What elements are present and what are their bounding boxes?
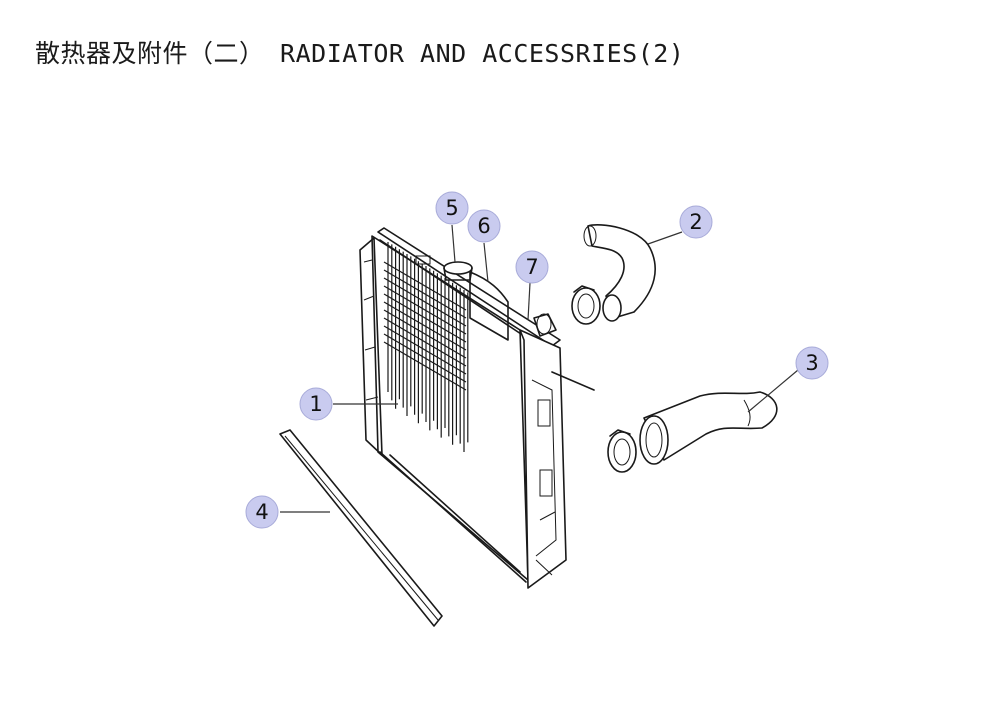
callout-bubble (435, 191, 469, 225)
radiator-fin (383, 293, 467, 343)
radiator-fin (383, 325, 467, 375)
callout-bubble (245, 495, 279, 529)
leader-lines (280, 224, 799, 513)
upper-hose-clamp (571, 285, 601, 325)
radiator-fin (383, 341, 467, 391)
callout-number: 1 (309, 392, 322, 416)
callout-number: 5 (445, 196, 458, 220)
callout-number: 2 (689, 210, 702, 234)
callout-number: 6 (477, 214, 490, 238)
radiator-fin (383, 269, 467, 319)
callout-3: 3 (795, 346, 829, 380)
callout-bubble (467, 209, 501, 243)
radiator-fin (383, 277, 467, 327)
radiator-fin (383, 317, 467, 367)
callout-bubble (679, 205, 713, 239)
callout-bubble (515, 250, 549, 284)
callout-bubble (795, 346, 829, 380)
callout-number: 4 (255, 500, 268, 524)
seal-strip (279, 429, 443, 627)
radiator-core (359, 227, 595, 589)
callout-number: 7 (525, 255, 538, 279)
radiator-fin (383, 285, 467, 335)
callout-bubble (299, 387, 333, 421)
radiator-fin (383, 261, 467, 311)
callout-2: 2 (679, 205, 713, 239)
page-title: 散热器及附件（二） RADIATOR AND ACCESSRIES(2) (35, 39, 685, 68)
lower-hose (639, 391, 778, 465)
upper-hose (583, 224, 656, 322)
radiator-fin (383, 301, 467, 351)
callout-7: 7 (515, 250, 549, 284)
radiator-fin (383, 333, 467, 383)
callout-number: 3 (805, 351, 818, 375)
callout-5: 5 (435, 191, 469, 225)
radiator-fin (383, 309, 467, 359)
lower-hose-clamp (607, 429, 637, 473)
callout-1: 1 (299, 387, 333, 421)
callout-6: 6 (467, 209, 501, 243)
callout-4: 4 (245, 495, 279, 529)
